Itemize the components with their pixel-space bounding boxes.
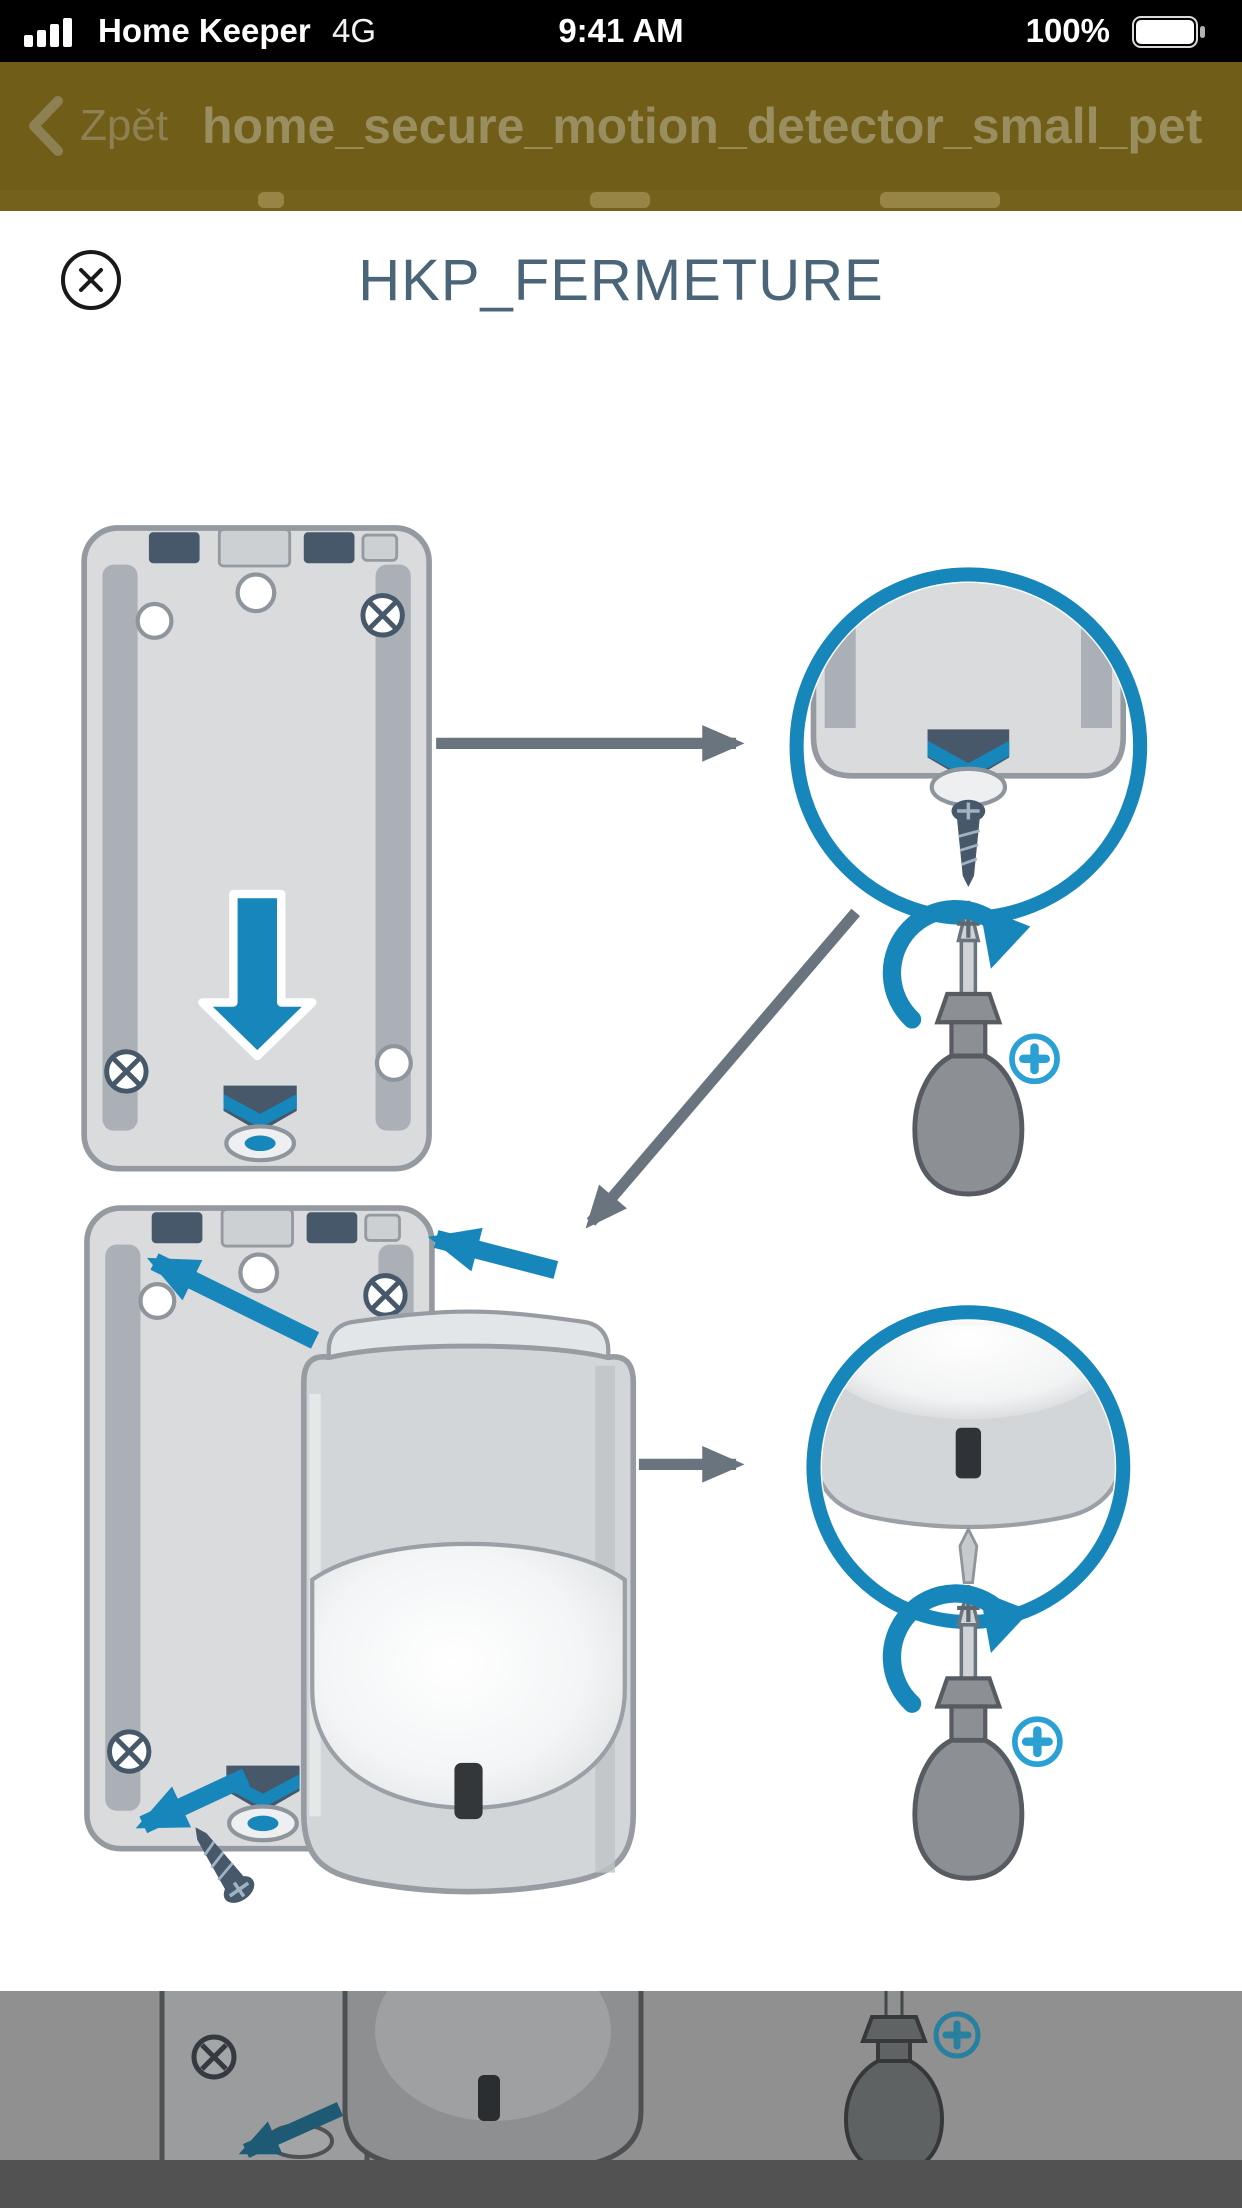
back-label: Zpět [80,101,169,150]
phillips-plus-icon-2 [1015,1719,1060,1764]
dimmed-background-diagram [0,1548,1242,2208]
zoom-circle-assembled-detail [806,1305,1131,1630]
signal-bars-icon [24,18,72,47]
dimmed-header-band [0,190,1242,211]
circle-x-icon [61,250,121,310]
back-button[interactable]: Zpět [26,62,168,190]
dimmed-background [0,1548,1242,2208]
clock: 9:41 AM [558,12,684,49]
battery-percent: 100% [1025,12,1110,49]
phillips-plus-icon-1 [1012,1036,1057,1081]
carrier-label: Home Keeper [98,12,311,49]
back-plate-step1 [84,528,429,1169]
dimmed-content-fragment [880,192,1000,208]
status-bar: Home Keeper 4G 9:41 AM 100% [0,0,1242,62]
chevron-left-icon [29,96,63,156]
dimmed-content-fragment [590,192,650,208]
dimmed-cover-fragment [342,1688,644,2176]
insert-down-arrow [198,889,317,1061]
dimmed-content-fragment [258,192,284,208]
dimmed-blue-arrow [238,2102,344,2158]
nav-bar: Zpět home_secure_motion_detector_small_p… [0,62,1242,190]
battery-full-icon [1132,16,1205,48]
dimmed-footer-strip [0,2160,1242,2208]
network-label: 4G [332,12,377,49]
page-title: home_secure_motion_detector_small_pet [202,98,1203,154]
instruction-modal: HKP_FERMETURE [0,211,1242,1991]
detector-cover [300,1309,637,1895]
close-button[interactable] [58,247,124,313]
zoom-circle-screw-detail [789,567,1148,926]
small-screw-icon [958,1525,979,1584]
instruction-diagram [25,352,1148,1911]
arrow-to-step-2 [585,908,861,1229]
dimmed-screwdriver-fragment [843,1979,945,2176]
modal-title: HKP_FERMETURE [358,248,884,313]
slide-direction-arrows [135,1227,559,1834]
cover-screw-slot [454,1762,483,1820]
dimmed-phillips-plus-icon [933,2011,981,2059]
